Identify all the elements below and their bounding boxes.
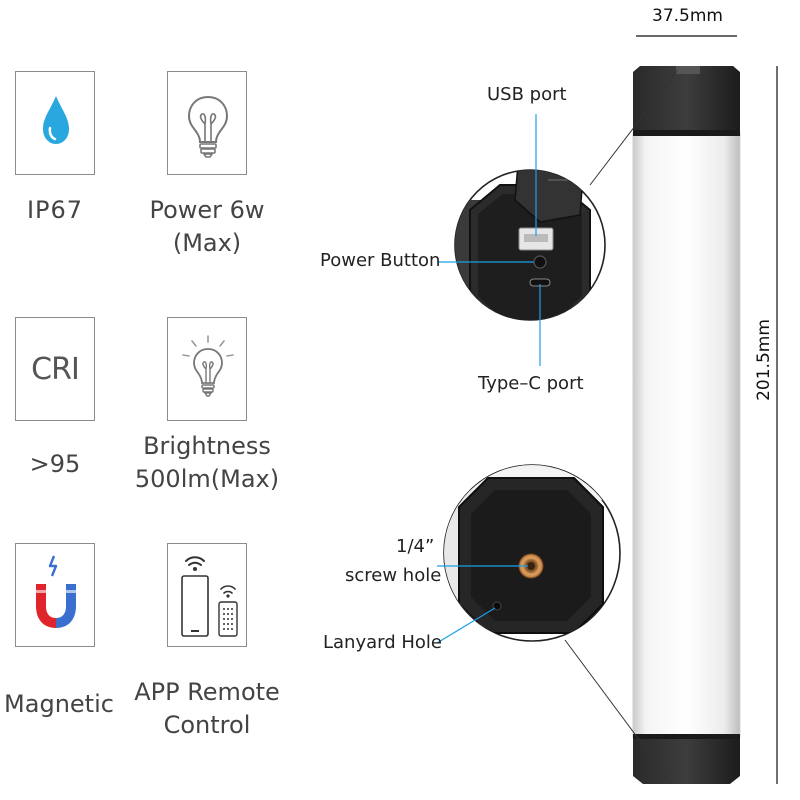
base-closeup — [443, 464, 621, 642]
ip67-label: IP67 — [26, 196, 84, 224]
power-button-label: Power Button — [320, 250, 441, 271]
power-icon-box — [167, 71, 247, 175]
glowing-bulb-icon — [182, 335, 234, 397]
bottom-zoom-pointer — [564, 639, 673, 785]
height-dimension-label: 201.5mm — [754, 319, 774, 401]
brightness-label-line1: Brightness — [143, 432, 271, 460]
lanyard-hole-label: Lanyard Hole — [323, 632, 443, 653]
lanyard-hole-leader — [436, 607, 496, 644]
magnetic-icon-box — [15, 543, 95, 647]
power-label-line2: (Max) — [172, 229, 242, 257]
remote-icon-box — [167, 543, 247, 647]
power-label-line1: Power 6w — [149, 196, 265, 224]
top-zoom-pointer — [589, 70, 678, 186]
cri-icon-box: CRI — [15, 317, 95, 421]
cri-icon-text: CRI — [31, 352, 80, 387]
light-bulb-icon — [187, 95, 229, 158]
brightness-icon-box — [167, 317, 247, 421]
brightness-label-line2: 500lm(Max) — [134, 465, 280, 493]
magnet-icon — [36, 555, 76, 628]
tube-light — [632, 66, 741, 784]
cri-label: >95 — [29, 450, 81, 478]
usb-port-label: USB port — [487, 84, 567, 105]
ports-closeup — [454, 169, 606, 321]
phone-remote-icon — [181, 556, 238, 637]
remote-label-line1: APP Remote — [134, 678, 280, 706]
magnetic-label: Magnetic — [4, 690, 114, 718]
screw-hole-label-line1: 1/4” — [396, 536, 435, 557]
water-drop-icon — [43, 96, 69, 144]
screw-hole-label-line2: screw hole — [345, 565, 442, 586]
type-c-port-label: Type–C port — [478, 373, 584, 394]
ip67-icon-box — [15, 71, 95, 175]
width-dimension-label: 37.5mm — [652, 6, 723, 26]
remote-label-line2: Control — [163, 711, 251, 739]
